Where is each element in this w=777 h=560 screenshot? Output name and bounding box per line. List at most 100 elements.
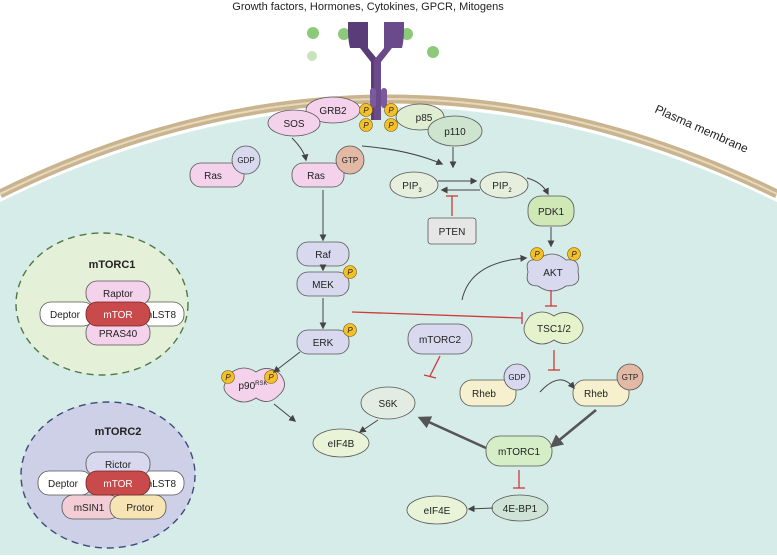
- pip2-node: [479, 171, 529, 199]
- raf-label: Raf: [315, 250, 331, 261]
- phospho-badge: P: [567, 247, 581, 261]
- mtor-block: [85, 301, 151, 327]
- mtor-label: mTOR: [103, 310, 132, 321]
- svg-text:P: P: [268, 373, 274, 382]
- svg-text:P: P: [363, 121, 369, 130]
- pten-node: [427, 217, 477, 245]
- mtorc1-node: [485, 435, 553, 467]
- p85-label: p85: [416, 113, 433, 124]
- s6k-label: S6K: [379, 399, 398, 410]
- pip3-node: [389, 171, 439, 199]
- eif4e-node: [406, 495, 468, 525]
- mlst8-label: mLST8: [144, 479, 177, 490]
- svg-text:P: P: [363, 106, 369, 115]
- mek-node: [296, 271, 350, 297]
- mtor-label: mTOR: [103, 479, 132, 490]
- mtorc2-node: [407, 323, 473, 355]
- mtor-block: [85, 470, 151, 496]
- rheb-gdp-label: Rheb: [472, 389, 496, 400]
- ras-gdp-node: [189, 162, 245, 188]
- grb2-label: GRB2: [319, 106, 347, 117]
- strong-arrows: [417, 408, 597, 450]
- mtorc1-node-label: mTORC1: [498, 447, 540, 458]
- pten-label: PTEN: [439, 227, 466, 238]
- p90rsk-label: p90RSK: [238, 381, 267, 392]
- gdp-label: GDP: [237, 156, 254, 165]
- phospho-badge: P: [264, 370, 278, 384]
- phospho-badge: P: [384, 103, 398, 117]
- protor-label: Protor: [126, 503, 154, 514]
- tsc-label: TSC1/2: [537, 324, 571, 335]
- phospho-badge: P: [530, 247, 544, 261]
- pdk1-node: [527, 195, 575, 227]
- 4ebp1-label: 4E-BP1: [503, 504, 538, 515]
- akt-node: [526, 253, 580, 292]
- mtorc1-complex-title: mTORC1: [89, 259, 136, 271]
- mtorc2-complex: mTORC2 Deptor mLST8 Rictor mSIN1 Protor …: [20, 401, 196, 549]
- rheb-gtp-node: [572, 379, 630, 407]
- ligand: [427, 46, 439, 58]
- erk-node: [296, 329, 350, 355]
- svg-text:P: P: [388, 121, 394, 130]
- mtorc2-complex-title: mTORC2: [95, 426, 142, 438]
- ligand: [307, 27, 319, 39]
- gtp-label: GTP: [342, 156, 358, 165]
- signals-label: Growth factors, Hormones, Cytokines, GPC…: [232, 1, 504, 13]
- rictor-label: Rictor: [105, 460, 132, 471]
- gtp-badge: [616, 363, 644, 391]
- sos-label: SOS: [283, 119, 304, 130]
- ras-gtp-node: [291, 162, 345, 188]
- mlst8-label: mLST8: [144, 310, 177, 321]
- svg-text:P: P: [347, 268, 353, 277]
- ligand: [401, 28, 413, 40]
- deptor-label: Deptor: [50, 310, 81, 321]
- ligand: [338, 28, 350, 40]
- cytoplasm: [0, 107, 777, 555]
- receptor-tyrosine-kinase: [348, 22, 404, 120]
- raptor-label: Raptor: [103, 289, 134, 300]
- p110-node: [427, 115, 483, 147]
- phospho-badge: P: [359, 118, 373, 132]
- akt-label: AKT: [543, 268, 562, 279]
- inhibition-lines: [351, 195, 560, 489]
- svg-text:P: P: [347, 326, 353, 335]
- gtp-label: GTP: [622, 373, 638, 382]
- erk-label: ERK: [313, 338, 334, 349]
- mek-label: MEK: [312, 280, 334, 291]
- rheb-gtp-label: Rheb: [584, 389, 608, 400]
- ligand: [307, 51, 317, 61]
- gdp-badge: [503, 363, 531, 391]
- phospho-badge: P: [384, 118, 398, 132]
- gdp-badge: [231, 145, 261, 175]
- ras-gdp-label: Ras: [204, 171, 222, 182]
- svg-text:P: P: [225, 373, 231, 382]
- msin1-label: mSIN1: [74, 503, 105, 514]
- eif4e-label: eIF4E: [424, 506, 451, 517]
- mtorc1-complex: mTORC1 Deptor mLST8 Raptor PRAS40 mTOR: [15, 232, 189, 376]
- svg-text:P: P: [534, 250, 540, 259]
- pras40-label: PRAS40: [99, 329, 138, 340]
- eif4b-node: [312, 428, 370, 458]
- phospho-badge: P: [343, 323, 357, 337]
- phospho-badge: P: [359, 103, 373, 117]
- s6k-node: [360, 386, 416, 420]
- gdp-label: GDP: [508, 373, 525, 382]
- p110-label: p110: [444, 127, 466, 138]
- rheb-gdp-node: [459, 379, 517, 407]
- pip3-label: PIP3: [402, 181, 422, 194]
- mtorc2-node-label: mTORC2: [419, 335, 461, 346]
- phospho-badge: P: [343, 265, 357, 279]
- pip2-label: PIP2: [492, 181, 512, 194]
- phospho-badge: P: [221, 370, 235, 384]
- svg-text:P: P: [571, 250, 577, 259]
- activation-arrows: [272, 137, 575, 513]
- svg-text:P: P: [388, 106, 394, 115]
- tsc-node: [523, 311, 584, 345]
- sos-node: [267, 109, 321, 137]
- pdk1-label: PDK1: [538, 207, 565, 218]
- eif4b-label: eIF4B: [328, 439, 355, 450]
- gtp-badge: [335, 145, 365, 175]
- deptor-label: Deptor: [48, 479, 79, 490]
